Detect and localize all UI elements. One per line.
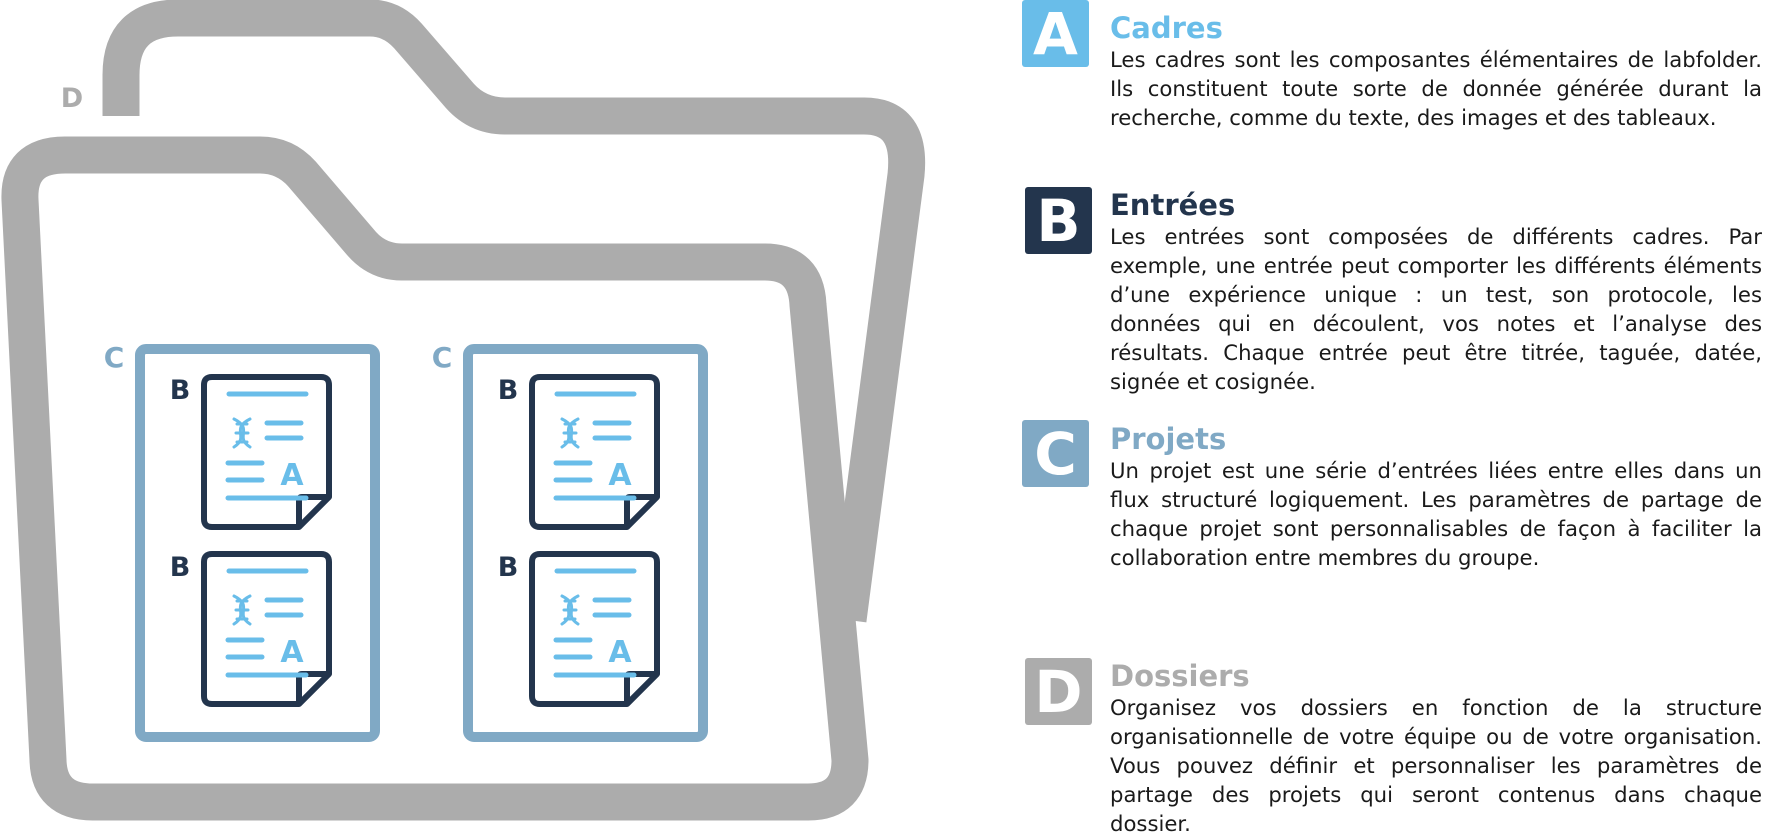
entry-group: B A bbox=[498, 551, 660, 707]
entry-label: B bbox=[498, 552, 519, 583]
legend-text-projets: Un projet est une série d’entrées liées … bbox=[1110, 458, 1762, 570]
dna-icon bbox=[560, 417, 580, 449]
legend-badge-dossiers: D bbox=[1025, 658, 1092, 725]
frame-label: A bbox=[280, 635, 304, 670]
dna-icon bbox=[560, 594, 580, 626]
document-icon bbox=[201, 551, 332, 707]
dna-icon bbox=[232, 594, 252, 626]
legend-badge-cadres: A bbox=[1022, 0, 1089, 67]
project-frame-icon: C B A B bbox=[104, 341, 380, 742]
folder-diagram: D C B A bbox=[1, 0, 926, 821]
legend-title-cadres: Cadres bbox=[1110, 11, 1223, 45]
dna-icon bbox=[232, 417, 252, 449]
legend-title-entrees: Entrées bbox=[1110, 188, 1236, 222]
legend-badge-entrees: B bbox=[1025, 187, 1092, 254]
project-label: C bbox=[104, 341, 125, 374]
entry-group: B A bbox=[498, 374, 660, 530]
frame-label: A bbox=[280, 458, 304, 493]
legend-title-dossiers: Dossiers bbox=[1110, 659, 1250, 693]
frame-label: A bbox=[608, 458, 632, 493]
entry-group: B A bbox=[170, 551, 332, 707]
legend-text-cadres: Les cadres sont les composantes élémenta… bbox=[1110, 47, 1762, 130]
legend-text-entrees: Les entrées sont composées de différents… bbox=[1110, 224, 1762, 394]
project-frame-icon: C B A B bbox=[432, 341, 708, 742]
document-icon bbox=[529, 374, 660, 530]
entry-group: B A bbox=[170, 374, 332, 530]
project-label: C bbox=[432, 341, 453, 374]
legend-text-dossiers: Organisez vos dossiers en fonction de la… bbox=[1110, 695, 1762, 836]
entry-label: B bbox=[498, 375, 519, 406]
folder-icon bbox=[1, 0, 926, 821]
legend-badge-projets: C bbox=[1022, 420, 1089, 487]
frame-label: A bbox=[608, 635, 632, 670]
folder-label: D bbox=[61, 83, 83, 114]
document-icon bbox=[529, 551, 660, 707]
document-icon bbox=[201, 374, 332, 530]
legend-title-projets: Projets bbox=[1110, 422, 1227, 456]
entry-label: B bbox=[170, 552, 191, 583]
entry-label: B bbox=[170, 375, 191, 406]
